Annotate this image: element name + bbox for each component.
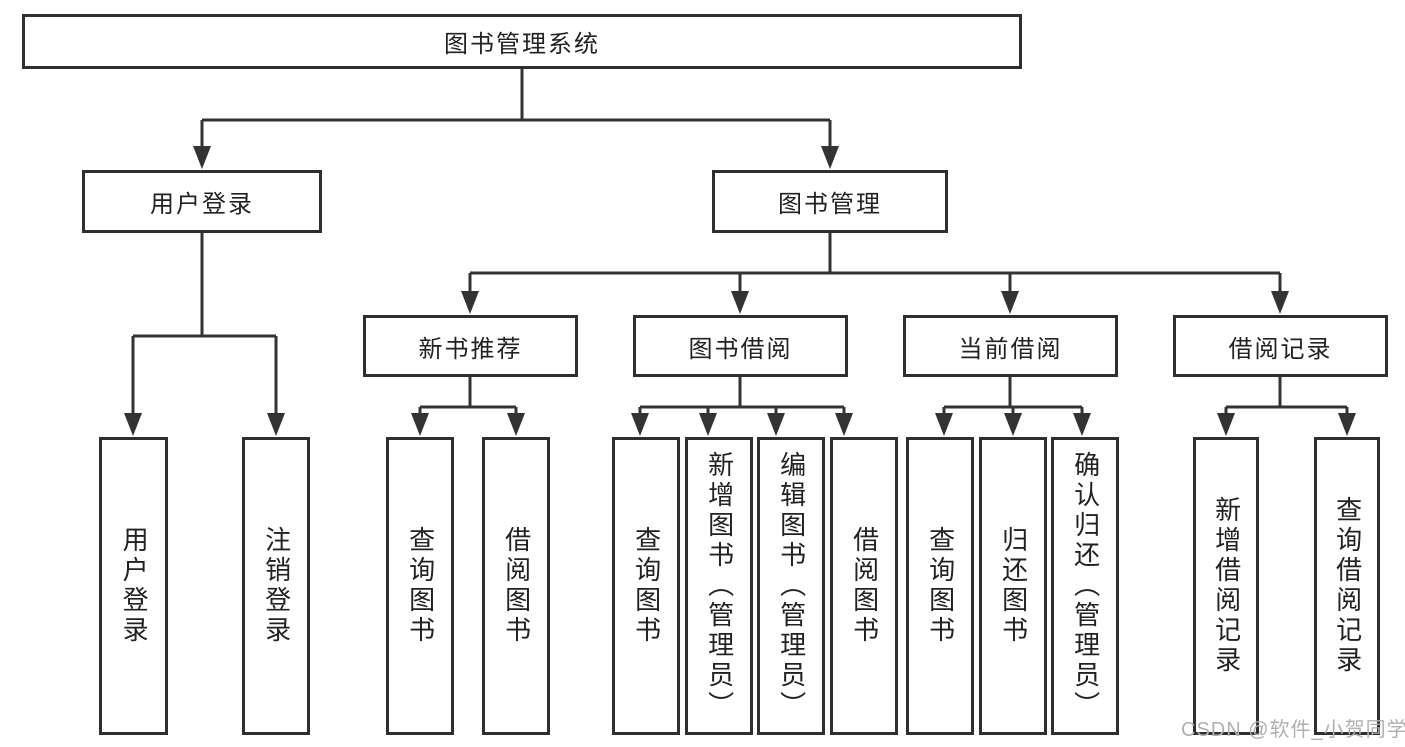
arrow-down-icon [935,413,953,436]
arrow-down-icon [1001,291,1019,314]
leaf-label: 编辑图书（管理员） [776,451,807,721]
node-library-management-system: 图书管理系统 [22,14,1022,69]
leaf-label: 新增图书（管理员） [704,451,735,721]
connector-book-borrow-to-leaves [631,377,853,436]
arrow-down-icon [731,291,749,314]
leaf-edit-book-admin: 编辑图书（管理员） [757,437,825,735]
leaf-label: 借阅图书 [501,526,532,646]
leaf-user-login: 用户登录 [99,437,168,735]
leaf-borrow-books: 借阅图书 [830,437,898,735]
arrow-down-icon [821,146,839,169]
leaf-confirm-return-admin: 确认归还（管理员） [1051,437,1119,735]
leaf-label: 查询图书 [405,526,436,646]
connector-new-book-recommend-to-leaves [411,377,525,436]
arrow-down-icon [507,413,525,436]
arrow-down-icon [1004,413,1022,436]
leaf-label: 查询图书 [925,526,956,646]
leaf-label: 新增借阅记录 [1211,496,1242,676]
csdn-watermark: CSDN @软件_小贺同学 [1181,719,1405,741]
node-borrow-records: 借阅记录 [1173,315,1388,377]
arrow-down-icon [699,413,717,436]
arrow-down-icon [631,413,649,436]
arrow-down-icon [835,413,853,436]
arrow-down-icon [1338,413,1356,436]
connector-borrow-records-to-leaves [1217,377,1356,436]
leaf-return-books: 归还图书 [979,437,1047,735]
leaf-borrow-books-recommend: 借阅图书 [482,437,550,735]
arrow-down-icon [411,413,429,436]
leaf-query-books-current: 查询图书 [906,437,974,735]
arrow-down-icon [124,413,142,436]
leaf-query-borrow-record: 查询借阅记录 [1314,437,1380,735]
leaf-label: 查询借阅记录 [1332,496,1363,676]
node-current-borrow: 当前借阅 [903,315,1118,377]
connector-book-management-to-level2 [461,233,1289,314]
leaf-label: 注销登录 [261,526,292,646]
leaf-logout: 注销登录 [242,437,310,735]
arrow-down-icon [1271,291,1289,314]
leaf-label: 归还图书 [998,526,1029,646]
connector-current-borrow-to-leaves [935,377,1091,436]
arrow-down-icon [267,413,285,436]
leaf-label: 用户登录 [119,526,150,646]
node-book-management: 图书管理 [712,170,948,233]
leaf-query-books-borrow: 查询图书 [612,437,680,735]
node-user-login: 用户登录 [82,170,322,233]
leaf-add-book-admin: 新增图书（管理员） [685,437,753,735]
leaf-label: 查询图书 [631,526,662,646]
leaf-label: 借阅图书 [849,526,880,646]
connector-root-to-level1 [193,68,839,169]
arrow-down-icon [193,146,211,169]
leaf-add-borrow-record: 新增借阅记录 [1193,437,1259,735]
arrow-down-icon [767,413,785,436]
arrow-down-icon [1073,413,1091,436]
node-new-book-recommend: 新书推荐 [363,315,578,377]
arrow-down-icon [461,291,479,314]
node-book-borrow: 图书借阅 [633,315,848,377]
leaf-label: 确认归还（管理员） [1070,451,1101,721]
connector-user-login-to-leaves [124,233,285,436]
leaf-query-books-recommend: 查询图书 [386,437,454,735]
arrow-down-icon [1217,413,1235,436]
